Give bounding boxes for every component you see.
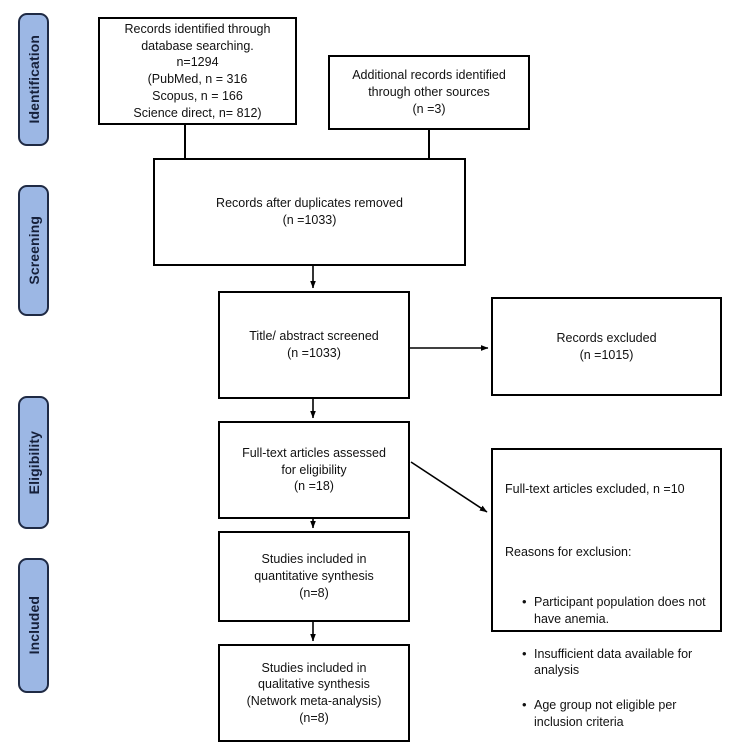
stage-label-identification: Identification: [25, 35, 42, 124]
stage-pill-identification: Identification: [18, 13, 49, 146]
spacer: [505, 514, 710, 527]
box-additional-records-other-sources: Additional records identified through ot…: [328, 55, 530, 130]
box-fulltext-articles-assessed: Full-text articles assessed for eligibil…: [218, 421, 410, 519]
box-studies-qualitative-synthesis-text: Studies included in qualitative synthesi…: [246, 660, 382, 725]
exclusion-reason-item: Insufficient data available for analysis: [522, 645, 710, 680]
stage-label-screening: Screening: [25, 216, 42, 285]
box-fulltext-articles-assessed-text: Full-text articles assessed for eligibil…: [242, 445, 386, 494]
box-additional-records-other-sources-text: Additional records identified through ot…: [352, 68, 506, 116]
stage-pill-screening: Screening: [18, 185, 49, 316]
stage-pill-included: Included: [18, 558, 49, 693]
box-records-after-duplicates-removed: Records after duplicates removed (n =103…: [153, 158, 466, 266]
box-records-excluded: Records excluded (n =1015): [491, 297, 722, 396]
box-studies-qualitative-synthesis: Studies included in qualitative synthesi…: [218, 644, 410, 742]
exclusion-reason-item: Participant population does not have ane…: [522, 593, 710, 628]
reasons-for-exclusion-label: Reasons for exclusion:: [505, 545, 632, 559]
stage-label-included: Included: [25, 596, 42, 655]
box-title-abstract-screened-text: Title/ abstract screened (n =1033): [249, 329, 379, 360]
stage-pill-eligibility: Eligibility: [18, 396, 49, 529]
box-records-after-duplicates-removed-text: Records after duplicates removed (n =103…: [216, 196, 403, 227]
box-records-identified-database-text: Records identified through database sear…: [124, 21, 271, 120]
stage-label-eligibility: Eligibility: [25, 430, 42, 495]
exclusion-reason-item: Age group not eligible per inclusion cri…: [522, 696, 710, 731]
box-studies-quantitative-synthesis-text: Studies included in quantitative synthes…: [254, 552, 374, 600]
box-studies-quantitative-synthesis: Studies included in quantitative synthes…: [218, 531, 410, 622]
box-title-abstract-screened: Title/ abstract screened (n =1033): [218, 291, 410, 399]
box-fulltext-articles-excluded: Full-text articles excluded, n =10 Reaso…: [491, 448, 722, 729]
exclusion-reasons-list: Participant population does not have ane…: [505, 578, 710, 749]
box-records-excluded-text: Records excluded (n =1015): [556, 330, 657, 362]
fulltext-excluded-heading: Full-text articles excluded, n =10: [505, 481, 685, 496]
box-records-identified-database: Records identified through database sear…: [98, 17, 297, 125]
connector-fulltext-to-fulltext-excluded: [410, 461, 488, 513]
